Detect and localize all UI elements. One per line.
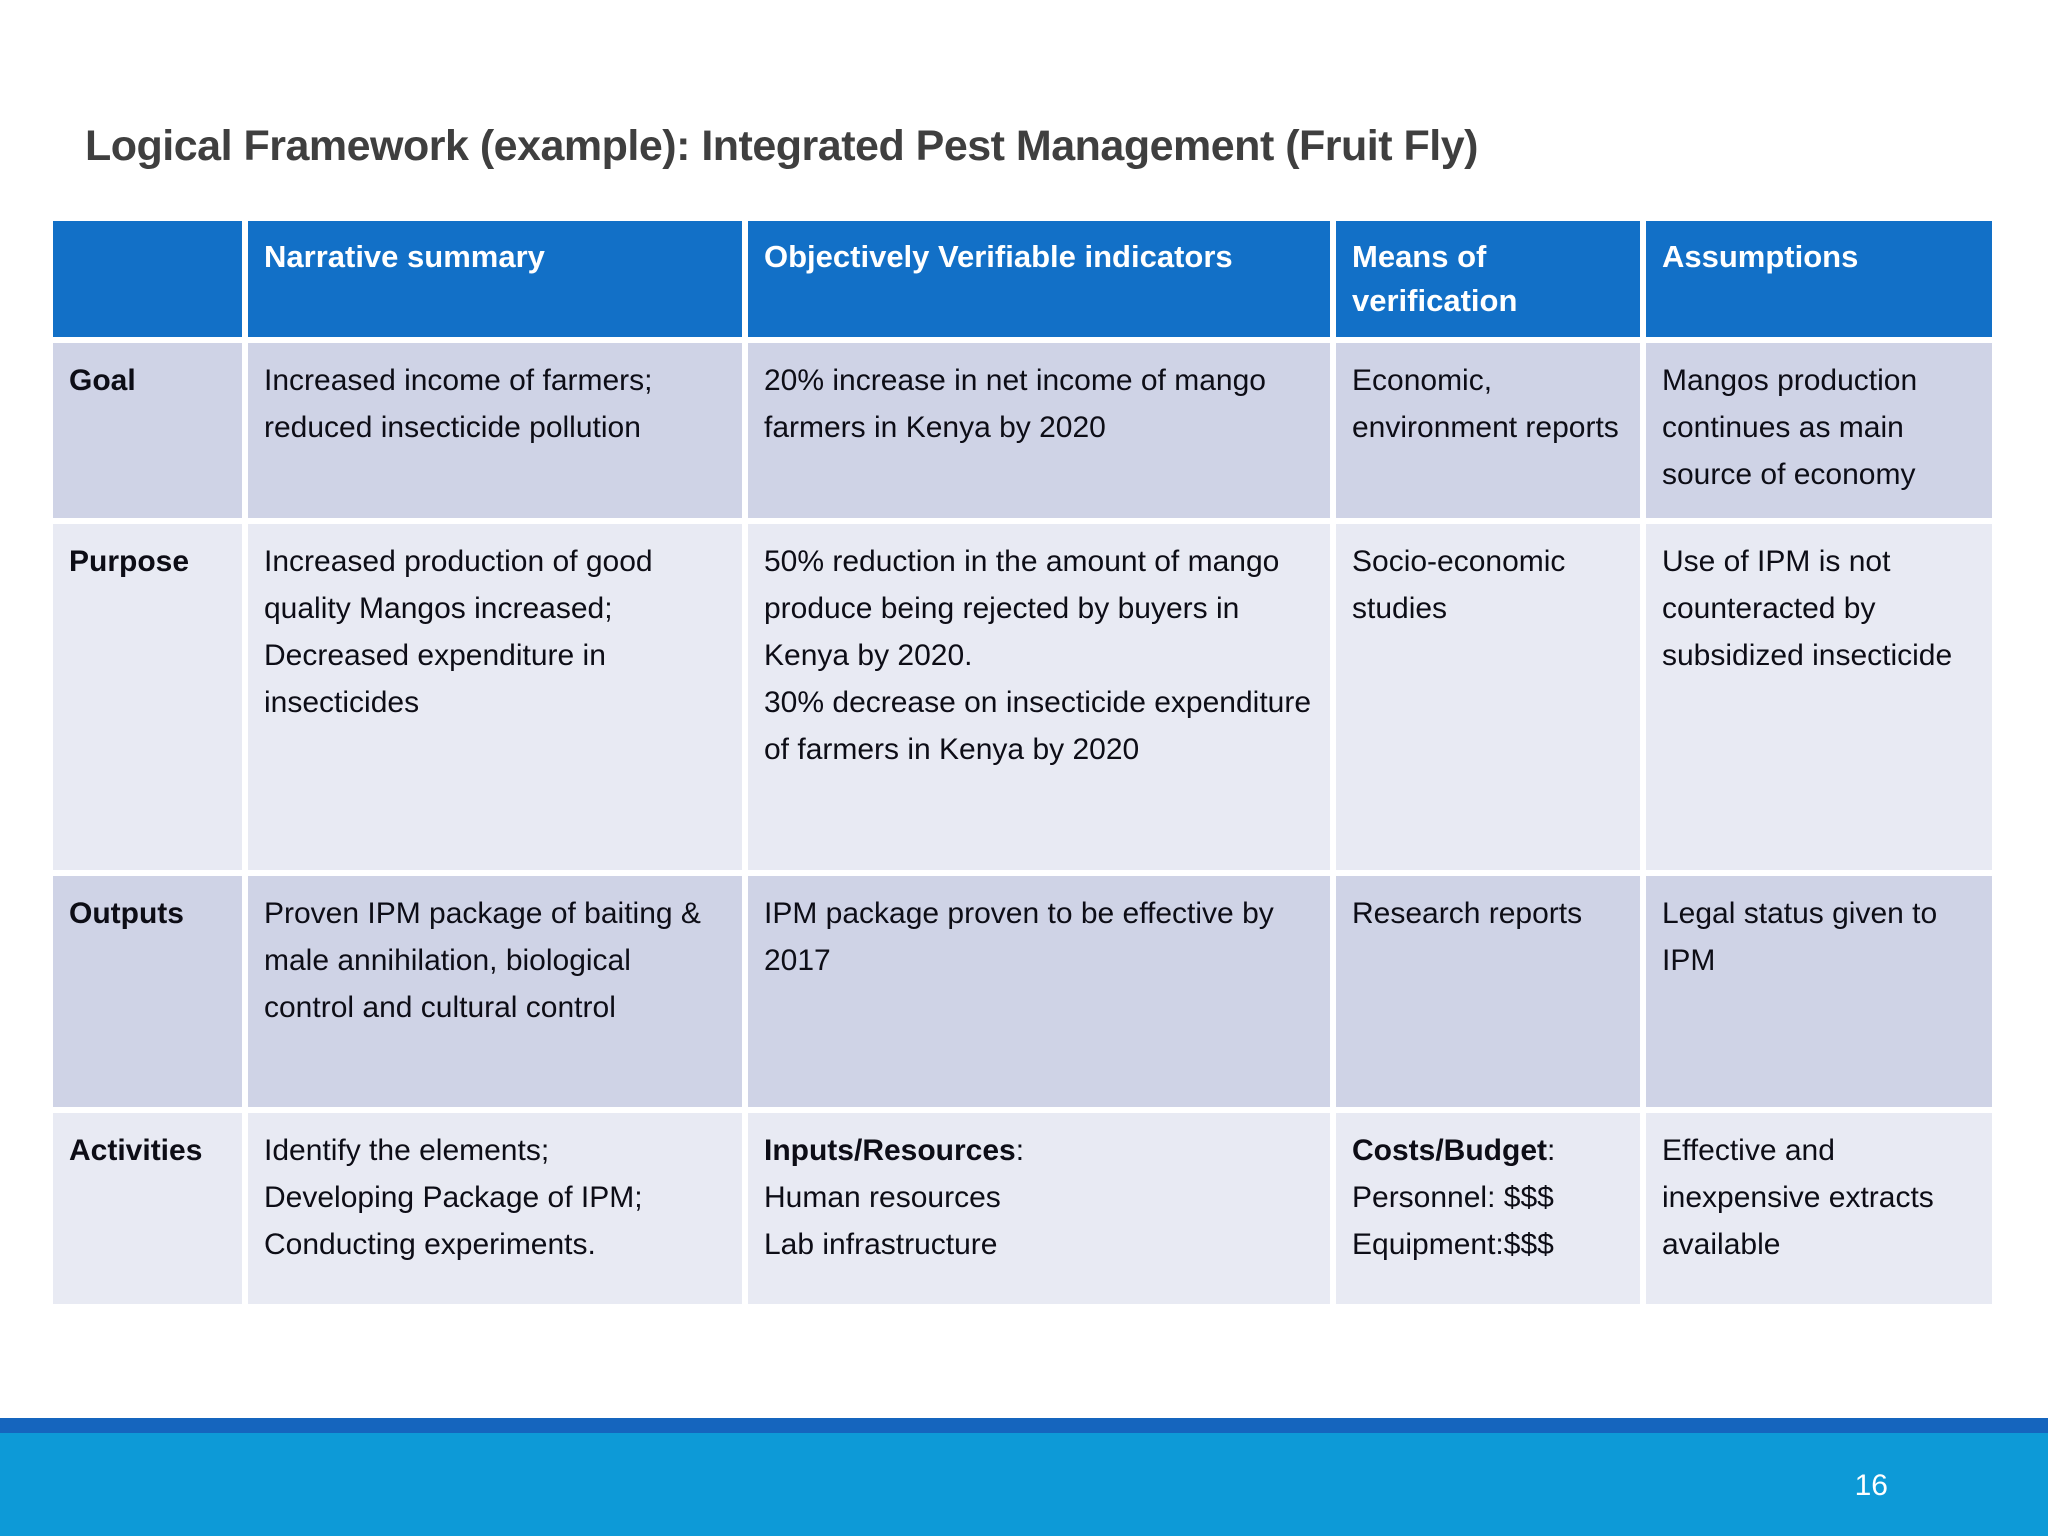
cell-purpose-narrative: Increased production of good quality Man… — [245, 521, 745, 873]
table-row-activities: Activities Identify the elements;Develop… — [50, 1110, 1995, 1307]
row-label-activities: Activities — [50, 1110, 245, 1307]
row-label-outputs: Outputs — [50, 873, 245, 1110]
cell-goal-narrative: Increased income of farmers; reduced ins… — [245, 340, 745, 521]
cell-purpose-indicators: 50% reduction in the amount of mango pro… — [745, 521, 1333, 873]
table-row-purpose: Purpose Increased production of good qua… — [50, 521, 1995, 873]
footer-bar: 16 — [0, 1433, 2048, 1536]
cell-goal-verification: Economic, environment reports — [1333, 340, 1643, 521]
table-row-outputs: Outputs Proven IPM package of baiting & … — [50, 873, 1995, 1110]
cell-goal-indicators: 20% increase in net income of mango farm… — [745, 340, 1333, 521]
column-header-assumptions: Assumptions — [1643, 218, 1995, 340]
cell-activities-verification: Costs/Budget:Personnel: $$$Equipment:$$$ — [1333, 1110, 1643, 1307]
cell-activities-assumptions: Effective and inexpensive extracts avail… — [1643, 1110, 1995, 1307]
cell-purpose-verification: Socio-economic studies — [1333, 521, 1643, 873]
table-header-row: Narrative summary Objectively Verifiable… — [50, 218, 1995, 340]
column-header-blank — [50, 218, 245, 340]
footer-accent-strip — [0, 1418, 2048, 1433]
cell-outputs-verification: Research reports — [1333, 873, 1643, 1110]
row-label-goal: Goal — [50, 340, 245, 521]
cell-outputs-indicators: IPM package proven to be effective by 20… — [745, 873, 1333, 1110]
column-header-means-of-verification: Means of verification — [1333, 218, 1643, 340]
table-row-goal: Goal Increased income of farmers; reduce… — [50, 340, 1995, 521]
row-label-purpose: Purpose — [50, 521, 245, 873]
cell-activities-narrative: Identify the elements;Developing Package… — [245, 1110, 745, 1307]
cell-outputs-narrative: Proven IPM package of baiting & male ann… — [245, 873, 745, 1110]
column-header-narrative-summary: Narrative summary — [245, 218, 745, 340]
page-number: 16 — [1854, 1469, 1888, 1502]
cell-outputs-assumptions: Legal status given to IPM — [1643, 873, 1995, 1110]
column-header-ovi: Objectively Verifiable indicators — [745, 218, 1333, 340]
slide-title: Logical Framework (example): Integrated … — [85, 122, 1478, 170]
cell-purpose-assumptions: Use of IPM is not counteracted by subsid… — [1643, 521, 1995, 873]
logframe-table: Narrative summary Objectively Verifiable… — [50, 218, 1995, 1307]
cell-goal-assumptions: Mangos production continues as main sour… — [1643, 340, 1995, 521]
